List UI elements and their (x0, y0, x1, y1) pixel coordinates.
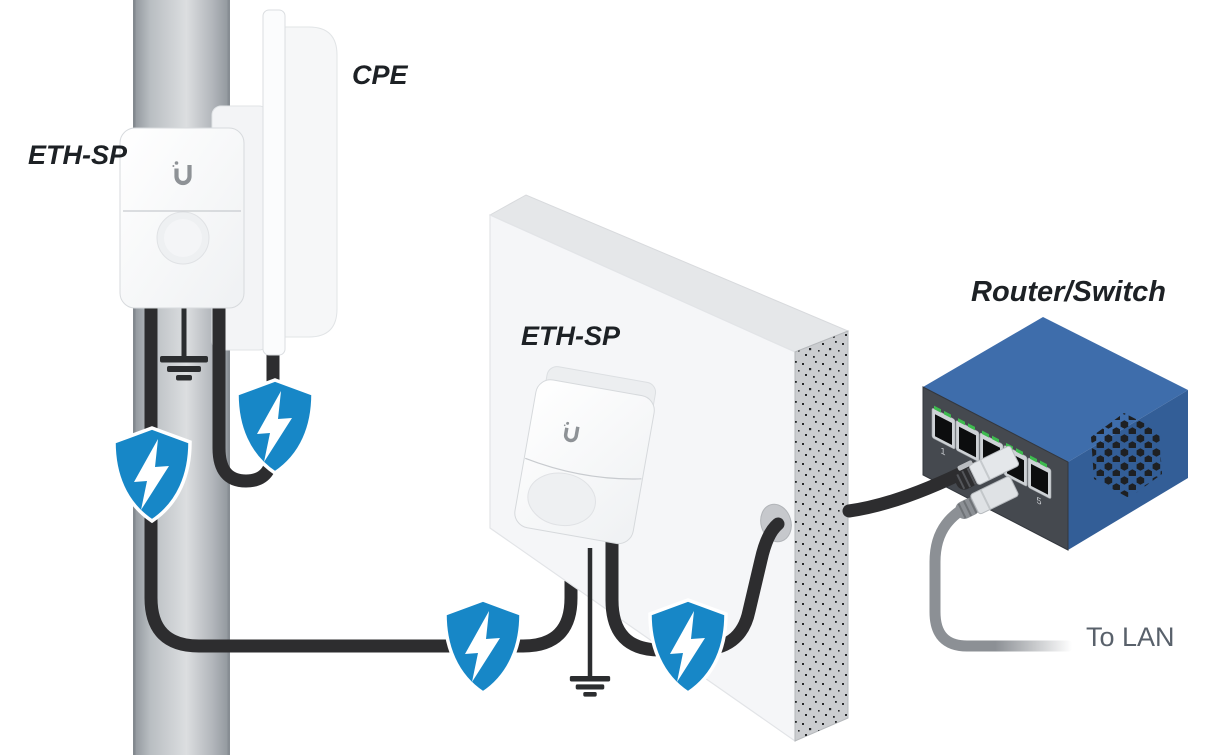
cpe-antenna (262, 9, 338, 356)
router-switch-label: Router/Switch (971, 276, 1166, 308)
port-label-1: 1 (940, 446, 945, 459)
port-leds (934, 405, 1047, 468)
port-label-5: 5 (1036, 495, 1041, 508)
router-vent-grille (1091, 413, 1162, 498)
ethernet-port (931, 408, 956, 450)
cpe-body (282, 26, 338, 338)
ethernet-port (1027, 457, 1052, 499)
surge-shield-icon (235, 378, 315, 475)
eth-sp-device-wall (514, 366, 657, 545)
eth-sp-pole-label: ETH-SP (28, 140, 128, 170)
eth-sp-wall-label: ETH-SP (521, 321, 621, 351)
cpe-radome (262, 9, 286, 356)
ethsp-to-wall-cable (144, 291, 578, 653)
rj45-plug-gray-cable (955, 476, 1019, 519)
cpe-label: CPE (352, 60, 408, 90)
ethernet-port (955, 420, 980, 462)
to-lan-label: To LAN (1086, 622, 1175, 652)
surge-shield-icon (443, 598, 523, 695)
ground-symbol (569, 548, 611, 697)
rj45-plug-black-cable (954, 445, 1019, 490)
eth-sp-device-pole (119, 127, 245, 309)
